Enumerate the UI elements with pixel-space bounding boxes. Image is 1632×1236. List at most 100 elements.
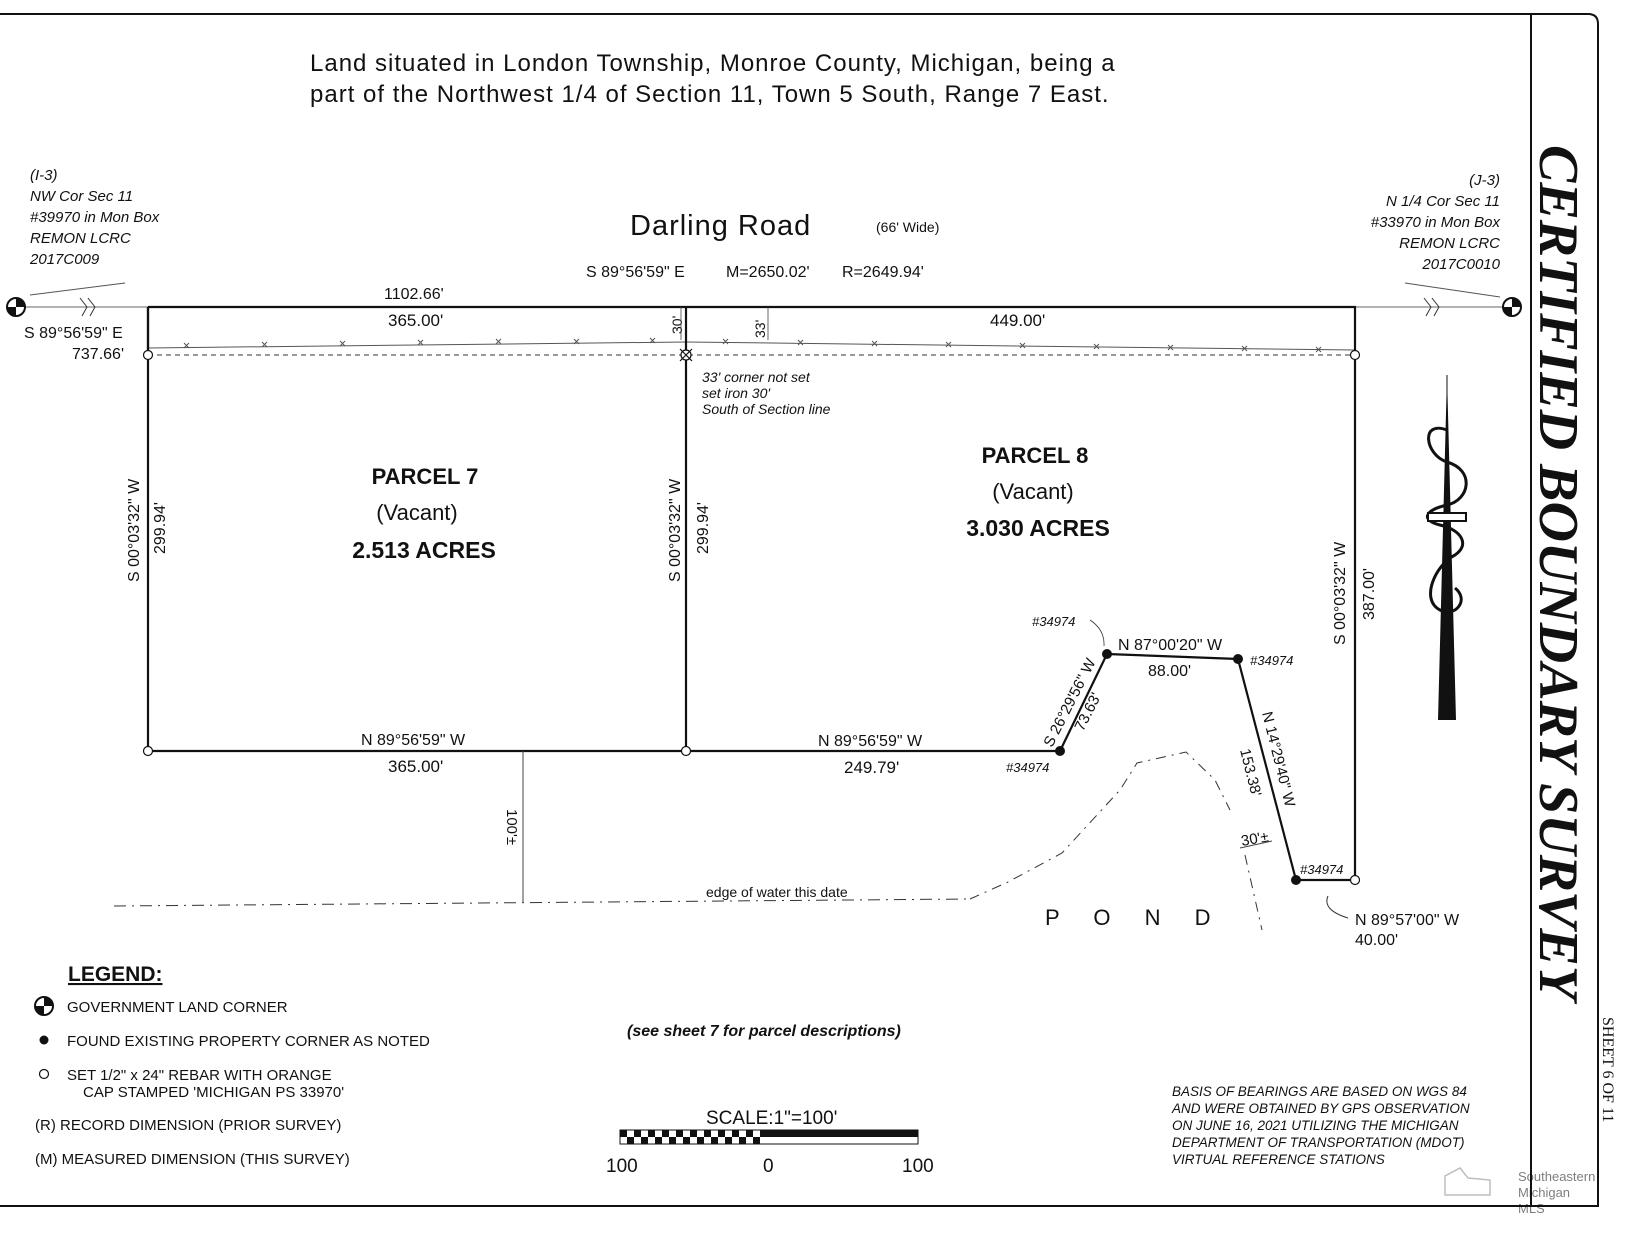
see-sheet-note: (see sheet 7 for parcel descriptions) xyxy=(627,1023,901,1040)
parcel-7-label: PARCEL 7 (Vacant) 2.513 ACRES xyxy=(352,464,496,563)
scale-tick: 0 xyxy=(763,1156,774,1177)
government-corner-icon xyxy=(34,996,54,1016)
west-monument-line: 2017C009 xyxy=(29,251,100,268)
east-monument-line: (J-3) xyxy=(1469,172,1500,189)
legend: LEGEND: GOVERNMENT LAND CORNER FOUND EXI… xyxy=(34,963,430,1168)
legend-item: (M) MEASURED DIMENSION (THIS SURVEY) xyxy=(35,1151,350,1168)
east-monument-line: N 1/4 Cor Sec 11 xyxy=(1386,193,1500,210)
edge-of-water-label: edge of water this date xyxy=(706,884,848,900)
parcel8-north-dim: 449.00' xyxy=(990,311,1045,330)
west-tie-bearing: S 89°56'59" E xyxy=(24,325,123,342)
corner-note-line: set iron 30' xyxy=(702,385,771,401)
pond-label: P O N D xyxy=(1045,905,1225,930)
basis-line: ON JUNE 16, 2021 UTILIZING THE MICHIGAN xyxy=(1172,1118,1459,1133)
p7-west-distance: 299.94' xyxy=(152,502,169,554)
watermark-line: Michigan xyxy=(1518,1185,1570,1200)
corner-note-line: 33' corner not set xyxy=(702,369,811,385)
top-distance: 88.00' xyxy=(1148,663,1191,680)
government-corner-west-icon xyxy=(6,297,26,317)
road-name: Darling Road xyxy=(630,210,811,242)
west-monument-line: REMON LCRC xyxy=(30,230,131,247)
west-monument-note: (I-3) NW Cor Sec 11 #39970 in Mon Box RE… xyxy=(29,167,160,268)
parcel7-north-dim: 365.00' xyxy=(388,311,443,330)
set-rebar-icon xyxy=(38,1068,50,1080)
found-corner-icon xyxy=(39,1035,49,1045)
p7-south-bearing: N 89°56'59" W xyxy=(361,732,466,749)
iron-tag-leader xyxy=(1089,619,1105,647)
road-record: R=2649.94' xyxy=(842,264,924,281)
basis-line: AND WERE OBTAINED BY GPS OBSERVATION xyxy=(1171,1101,1470,1116)
legend-item: FOUND EXISTING PROPERTY CORNER AS NOTED xyxy=(67,1033,430,1050)
parcel-acres: 3.030 ACRES xyxy=(966,515,1110,541)
mid-bearing: S 00°03'32" W xyxy=(667,478,684,582)
west-tie-distance: 737.66' xyxy=(72,346,124,363)
east-monument-note: (J-3) N 1/4 Cor Sec 11 #33970 in Mon Box… xyxy=(1371,172,1501,273)
iron-tag: #34974 xyxy=(1032,614,1075,629)
mid-distance: 299.94' xyxy=(695,502,712,554)
survey-title: CERTIFIED BOUNDARY SURVEY xyxy=(1527,145,1589,1005)
edge-of-water-line xyxy=(113,751,1263,931)
parcel-name: PARCEL 7 xyxy=(372,464,479,489)
road-bearing: S 89°56'59" E xyxy=(586,264,685,281)
parcel-status: (Vacant) xyxy=(992,479,1074,504)
p8-east-bearing: S 00°03'32" W xyxy=(1332,541,1349,645)
sheet-number: SHEET 6 OF 11 xyxy=(1599,1017,1616,1122)
set-rebar-icon xyxy=(680,745,692,757)
offset-33-dim: 33' xyxy=(752,320,768,338)
legend-title: LEGEND: xyxy=(68,963,163,986)
iron-tag: #34974 xyxy=(1006,760,1049,775)
p8-south-bearing: N 89°56'59" W xyxy=(818,733,923,750)
legend-item: SET 1/2" x 24" REBAR WITH ORANGE xyxy=(67,1067,332,1084)
water-30-leader xyxy=(1239,840,1273,849)
scale-tick: 100 xyxy=(606,1156,638,1177)
p7-south-distance: 365.00' xyxy=(388,757,443,776)
found-corner-icon xyxy=(1233,654,1243,664)
p8-south-distance: 249.79' xyxy=(844,758,899,777)
basis-line: DEPARTMENT OF TRANSPORTATION (MDOT) xyxy=(1172,1135,1465,1150)
iron-tag: #34974 xyxy=(1250,653,1293,668)
mls-watermark: Southeastern Michigan MLS xyxy=(1444,1167,1595,1216)
set-rebar-icon xyxy=(142,349,154,361)
scale-label: SCALE:1"=100' xyxy=(706,1108,837,1129)
west-monument-line: #39970 in Mon Box xyxy=(30,209,160,226)
water-100-dim: 100'± xyxy=(503,809,520,845)
header-line-1: Land situated in London Township, Monroe… xyxy=(310,50,1116,77)
top-bearing: N 87°00'20" W xyxy=(1118,637,1223,654)
found-corner-icon xyxy=(1291,875,1301,885)
parcel-name: PARCEL 8 xyxy=(982,443,1089,468)
total-north-dim: 1102.66' xyxy=(384,286,444,303)
set-rebar-icon xyxy=(1349,874,1361,886)
bottom-bearing: N 89°57'00" W xyxy=(1355,912,1460,929)
west-monument-line: NW Cor Sec 11 xyxy=(30,188,133,205)
p8-east-distance: 387.00' xyxy=(1361,568,1378,620)
north-arrow-icon xyxy=(1426,375,1468,720)
road-measured: M=2650.02' xyxy=(726,264,810,281)
east-monument-line: REMON LCRC xyxy=(1399,235,1500,252)
scale-bar: SCALE:1"=100' 100 0 100 xyxy=(606,1108,934,1177)
sheet-border xyxy=(0,13,1599,1207)
set-rebar-corners xyxy=(142,349,1361,886)
section-line xyxy=(16,282,1512,317)
p7-west-bearing: S 00°03'32" W xyxy=(126,478,143,582)
watermark-line: MLS xyxy=(1518,1201,1545,1216)
watermark-line: Southeastern xyxy=(1518,1169,1595,1184)
corner-note-line: South of Section line xyxy=(702,401,831,417)
diag2-distance: 153.38' xyxy=(1236,747,1264,799)
legend-item: GOVERNMENT LAND CORNER xyxy=(67,999,288,1016)
offset-30-dim: 30' xyxy=(669,316,685,334)
bottom-leader xyxy=(1326,895,1349,919)
east-monument-line: #33970 in Mon Box xyxy=(1371,214,1501,231)
found-corner-icon xyxy=(1102,649,1112,659)
scale-tick: 100 xyxy=(902,1156,934,1177)
set-iron-30-icon xyxy=(679,348,693,362)
iron-tag: #34974 xyxy=(1300,862,1343,877)
set-rebar-icon xyxy=(1349,349,1361,361)
bottom-distance: 40.00' xyxy=(1355,932,1398,949)
basis-of-bearings: BASIS OF BEARINGS ARE BASED ON WGS 84 AN… xyxy=(1171,1084,1470,1167)
basis-line: VIRTUAL REFERENCE STATIONS xyxy=(1172,1152,1385,1167)
fence-line xyxy=(147,337,1356,356)
found-corner-icon xyxy=(1055,746,1065,756)
set-rebar-icon xyxy=(142,745,154,757)
parcel-acres: 2.513 ACRES xyxy=(352,537,496,563)
